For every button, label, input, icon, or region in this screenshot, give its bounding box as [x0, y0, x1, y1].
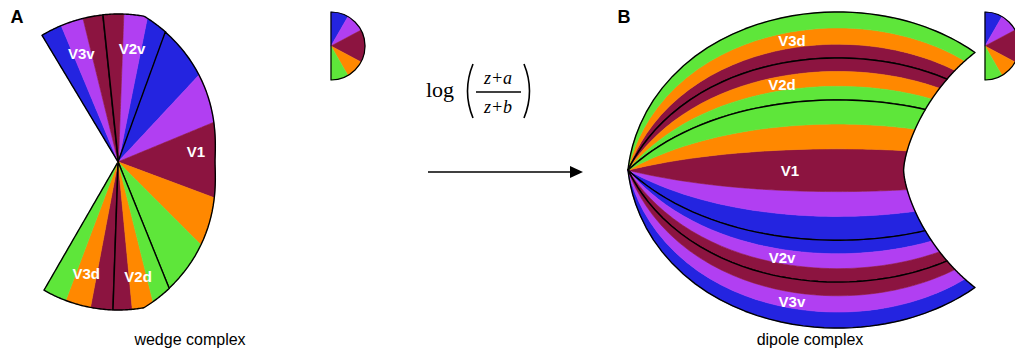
angle-band — [44, 162, 118, 300]
angle-band — [118, 162, 169, 302]
panel-letter: A — [11, 7, 24, 28]
formula-numerator: z+a — [484, 68, 512, 89]
panel-caption-box: dipole complex — [757, 331, 864, 349]
area-border — [628, 12, 975, 170]
angle-band — [66, 162, 118, 307]
area-shape — [110, 159, 172, 313]
area-shape — [41, 159, 121, 313]
area-label: V1 — [781, 163, 799, 178]
area-bands — [44, 162, 118, 310]
area-label: V3v — [779, 294, 806, 309]
angle-band — [628, 12, 975, 170]
icon-sector — [331, 46, 348, 80]
visual-area-region: V3d — [41, 159, 121, 313]
panel-caption-box: wedge complex — [134, 331, 245, 349]
icon-outline — [331, 12, 365, 80]
fraction-bar — [476, 91, 521, 92]
angle-band — [628, 28, 965, 170]
area-shape — [625, 167, 950, 285]
angle-band — [628, 170, 975, 328]
area-label: V3d — [72, 266, 100, 281]
area-label: V1 — [187, 144, 205, 159]
map-arrow-shaft — [428, 171, 572, 173]
area-bands — [113, 162, 169, 310]
panel-letter: B — [618, 7, 631, 28]
angle-band — [628, 100, 925, 170]
panel-letter-box: A — [11, 7, 24, 28]
area-label: V3v — [68, 46, 95, 61]
icon-outline — [985, 12, 1015, 80]
angle-band — [628, 170, 955, 296]
visual-area-region: V3v — [625, 167, 978, 331]
formula-denominator: z+b — [484, 97, 512, 118]
area-bands — [628, 170, 975, 328]
panel-letter-box: B — [618, 7, 631, 28]
left-parenthesis — [468, 64, 474, 118]
area-label: V2d — [124, 269, 152, 284]
angle-band — [628, 170, 965, 312]
area-label: V2d — [768, 77, 796, 92]
area-label: V2v — [769, 250, 796, 265]
area-bands — [628, 12, 975, 170]
area-border — [113, 162, 169, 310]
formula-numerator-box: z+a — [484, 68, 512, 89]
panel-caption: wedge complex — [134, 331, 245, 349]
angle-band — [103, 14, 124, 162]
right-parenthesis — [524, 64, 530, 118]
field-icon — [985, 12, 1015, 80]
area-label: V3d — [778, 33, 806, 48]
formula-text: log — [426, 77, 454, 103]
icon-sector — [985, 46, 1002, 80]
visual-area-region: V2d — [110, 159, 172, 313]
panel-caption: dipole complex — [757, 331, 864, 349]
map-arrow-head — [570, 166, 583, 178]
visual-area-region: V2v — [625, 167, 950, 285]
formula-denominator-box: z+b — [484, 97, 512, 118]
area-border — [628, 170, 975, 328]
formula-text-box: log — [426, 77, 454, 103]
area-label: V2v — [119, 41, 146, 56]
area-border — [44, 162, 118, 310]
field-icon — [331, 12, 365, 80]
